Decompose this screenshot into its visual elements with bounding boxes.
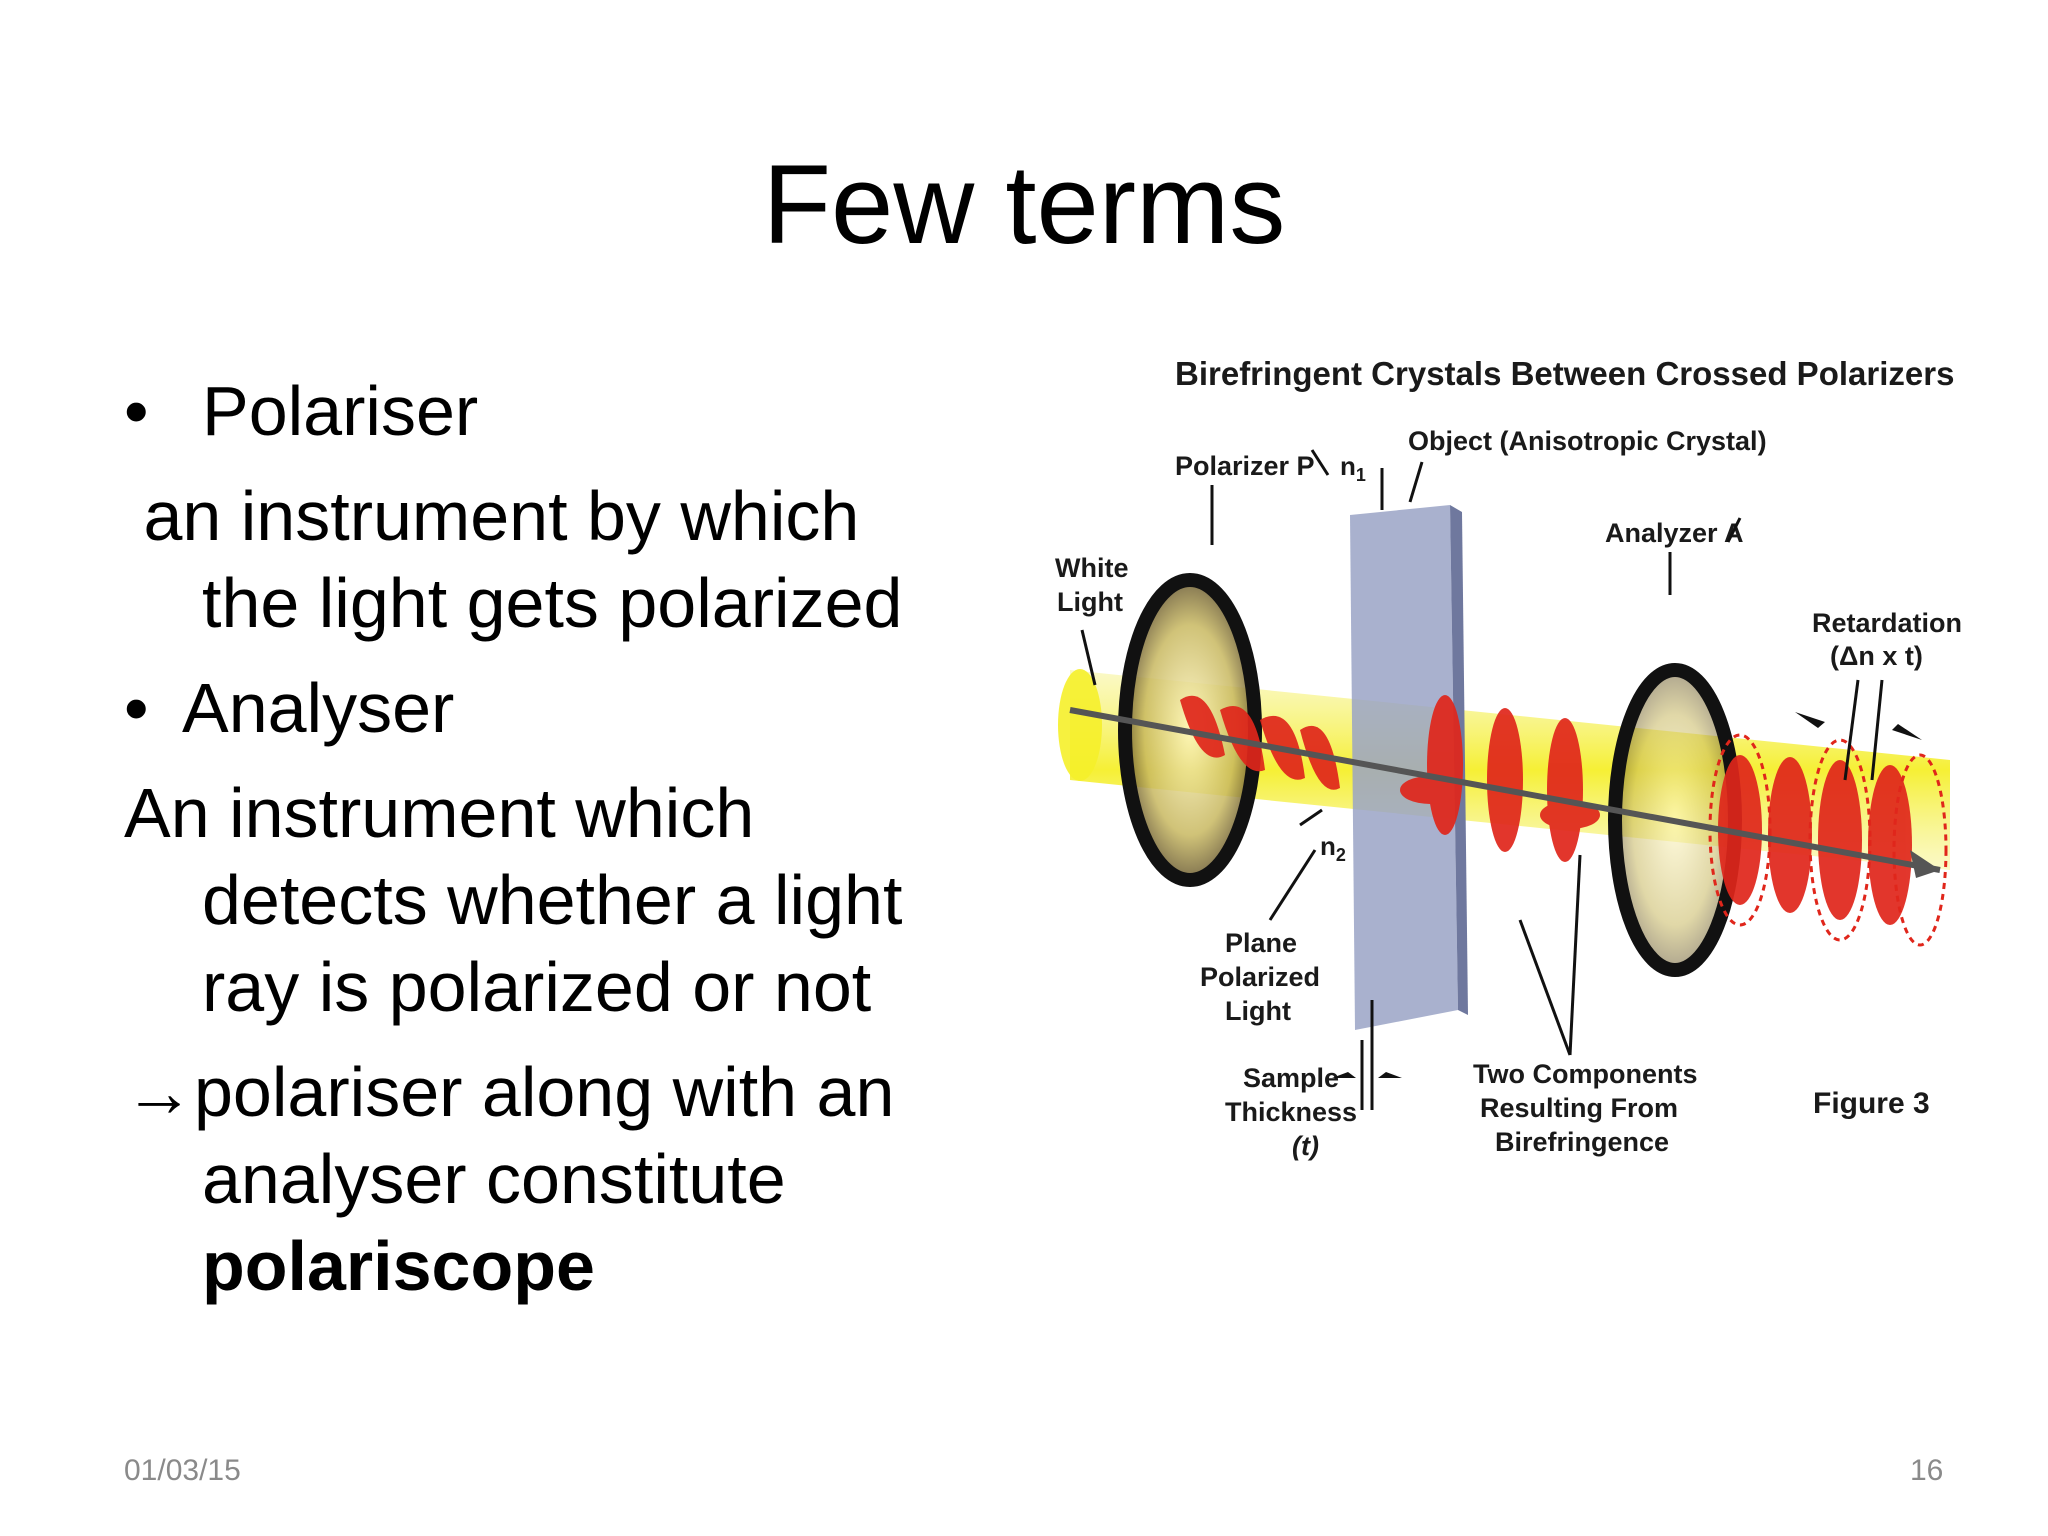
retardation-arrow-left: [1795, 712, 1825, 728]
birefringence-figure: Birefringent Crystals Between Crossed Po…: [1055, 355, 1962, 1161]
plane-label-1: Plane: [1225, 928, 1297, 958]
slide-body: • Polariser an instrument by which the li…: [124, 368, 1004, 1310]
optical-axis: [1069, 707, 1941, 873]
object-leader: [1408, 461, 1424, 503]
figure-heading: Birefringent Crystals Between Crossed Po…: [1175, 355, 1954, 392]
plane-leader: [1268, 849, 1317, 921]
sample-label-3: (t): [1292, 1131, 1319, 1161]
polarizer-label: Polarizer P: [1175, 451, 1315, 481]
n2-arrow: [1299, 808, 1323, 827]
two-components-leader-1: [1518, 919, 1572, 1056]
crystal-object: [1350, 505, 1458, 1030]
analyser-term: Analyser: [182, 669, 455, 747]
retardation-arrow-right: [1892, 724, 1922, 740]
combo-line1: →polariser along with an: [124, 1049, 1004, 1136]
arrow-glyph: →: [124, 1053, 194, 1131]
figure-number: Figure 3: [1813, 1087, 1930, 1120]
polarizer-label-arrow: [1310, 449, 1330, 476]
sample-label-2: Thickness: [1225, 1097, 1357, 1127]
slide-title: Few terms: [762, 142, 1286, 267]
retardation-leader-2: [1870, 679, 1884, 781]
sample-arrow-right: [1378, 1072, 1402, 1078]
footer-date: 01/03/15: [124, 1454, 241, 1487]
combo-line2: analyser constitute: [202, 1140, 786, 1218]
retardation-label-1: Retardation: [1812, 608, 1962, 638]
n2-label: n2: [1320, 831, 1346, 865]
analyser-def-line1: An instrument which: [124, 774, 755, 852]
two-components-label-3: Birefringence: [1495, 1127, 1669, 1157]
bullet-marker: •: [124, 669, 149, 747]
analyzer-label: Analyzer A: [1605, 518, 1744, 548]
polariser-def-line1: an instrument by which: [124, 477, 860, 555]
plane-label-3: Light: [1225, 996, 1291, 1026]
two-components-leader-2: [1568, 854, 1582, 1056]
object-label: Object (Anisotropic Crystal): [1408, 426, 1767, 456]
optical-axis-arrowhead: [1910, 850, 1940, 878]
white-light-label-2: Light: [1057, 587, 1123, 617]
polariser-def-line2: the light gets polarized: [202, 564, 903, 642]
bullet-marker: •: [124, 372, 149, 450]
retardation-leader-1: [1843, 679, 1860, 781]
white-light-label-1: White: [1055, 553, 1129, 583]
footer-page-number: 16: [1910, 1454, 1944, 1487]
two-components-label-1: Two Components: [1473, 1059, 1697, 1089]
bullet-polariser: • Polariser: [124, 368, 1004, 455]
analyser-def-line3: ray is polarized or not: [202, 948, 872, 1026]
sample-arrow-left: [1332, 1072, 1356, 1078]
n1-label: n1: [1340, 451, 1366, 485]
polariscope-term: polariscope: [202, 1227, 595, 1305]
light-beam-source: [1058, 669, 1102, 781]
two-components-label-2: Resulting From: [1480, 1093, 1678, 1123]
combo-text-1: polariser along with an: [194, 1053, 895, 1131]
bullet-analyser: • Analyser: [124, 665, 1004, 752]
white-light-leader: [1080, 629, 1097, 686]
analyzer-label-arrow: [1726, 517, 1742, 543]
wave-lobes: [1180, 695, 1912, 925]
retardation-label-2: (Δn x t): [1830, 641, 1923, 671]
sample-label-1: Sample: [1243, 1063, 1339, 1093]
plane-label-2: Polarized: [1200, 962, 1320, 992]
analyser-def-line2: detects whether a light: [202, 861, 903, 939]
polariser-term: Polariser: [202, 372, 479, 450]
